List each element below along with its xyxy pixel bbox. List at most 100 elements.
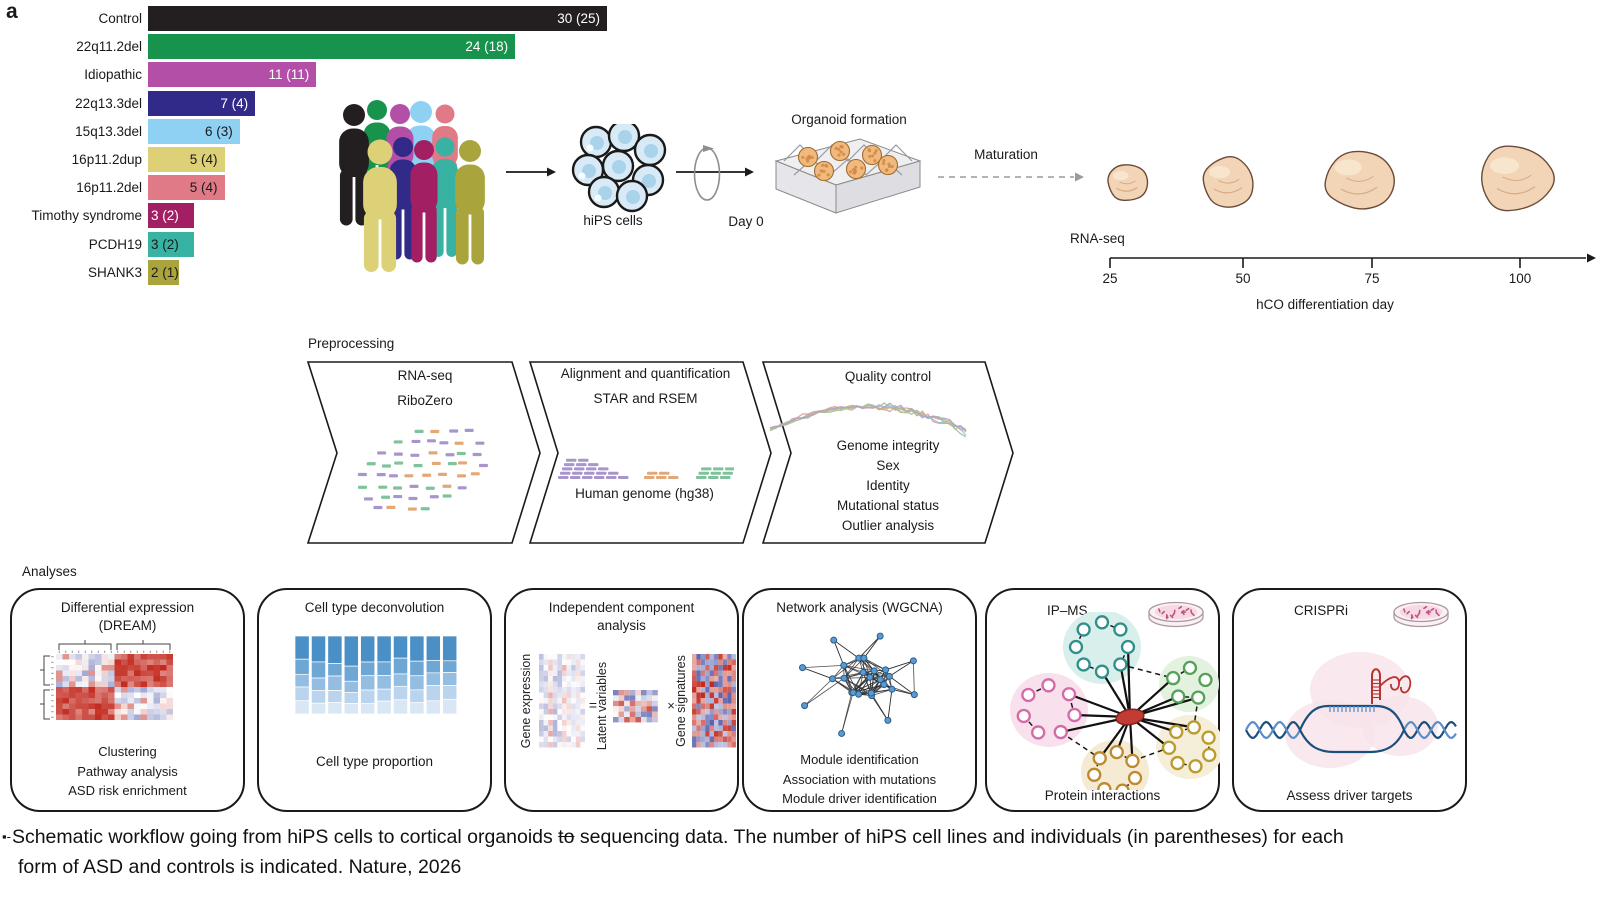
hips-cells-label: hiPS cells bbox=[583, 213, 643, 228]
step2-subtitle: STAR and RSEM bbox=[593, 391, 698, 406]
crispri-dna-illustration bbox=[1245, 652, 1457, 768]
bar-row: 15q13.3del 6 (3) bbox=[0, 118, 607, 144]
analysis-item: ASD risk enrichment bbox=[68, 783, 187, 798]
bar-category-label: Control bbox=[98, 11, 142, 26]
bar-category-label: PCDH19 bbox=[88, 236, 142, 252]
svg-text:Gene expression: Gene expression bbox=[519, 654, 533, 749]
box-title: Cell type deconvolution bbox=[304, 600, 445, 615]
bar-value-label: 5 (4) bbox=[189, 180, 218, 196]
day0-label: Day 0 bbox=[728, 214, 764, 229]
human-genome-label: Human genome (hg38) bbox=[575, 486, 714, 501]
caption-bullet: ▪- bbox=[2, 829, 11, 844]
protein-interaction-illustration bbox=[1010, 612, 1220, 790]
bar-value-label: 5 (4) bbox=[189, 151, 218, 167]
analysis-box-differential-expression: Differential expression (DREAM) Clusteri… bbox=[10, 588, 245, 812]
bar-row: Idiopathic 11 (11) bbox=[0, 62, 607, 88]
bar-category-label: Idiopathic bbox=[84, 67, 142, 83]
analyses-section-label: Analyses bbox=[22, 564, 77, 579]
rna-reads-illustration bbox=[357, 428, 488, 511]
bar-category-label: 16p11.2del bbox=[76, 180, 142, 196]
tick-label: 100 bbox=[1508, 271, 1532, 286]
bar-value-label: 2 (1) bbox=[151, 264, 179, 280]
petri-dish-icon bbox=[1148, 601, 1204, 628]
bar-category-label: 15q13.3del bbox=[75, 123, 142, 139]
bar: 5 (4) bbox=[148, 175, 225, 201]
bar: 11 (11) bbox=[148, 62, 317, 88]
bar-category-label: 22q13.3del bbox=[75, 95, 142, 111]
bar: 3 (2) bbox=[148, 203, 194, 229]
preprocessing-chevrons bbox=[306, 361, 1014, 544]
preprocessing-section-label: Preprocessing bbox=[308, 336, 395, 351]
hips-cells-illustration bbox=[571, 124, 667, 213]
caption-text: Schematic workflow going from hiPS cells… bbox=[11, 826, 559, 848]
tick-label: 25 bbox=[1102, 271, 1118, 286]
bar-value-label: 3 (2) bbox=[151, 236, 179, 252]
bar-row: SHANK3 2 (1) bbox=[0, 259, 607, 285]
qc-item: Outlier analysis bbox=[841, 518, 935, 533]
bar: 24 (18) bbox=[148, 34, 516, 60]
bar: 3 (2) bbox=[148, 231, 194, 257]
svg-text:Latent variables: Latent variables bbox=[595, 662, 609, 750]
qc-item: Genome integrity bbox=[836, 438, 940, 453]
box-title: Independent component bbox=[548, 600, 695, 615]
bar-value-label: 3 (2) bbox=[151, 208, 179, 224]
bar: 6 (3) bbox=[148, 118, 240, 144]
box-footer: Cell type proportion bbox=[315, 754, 434, 769]
bar-value-label: 6 (3) bbox=[205, 123, 233, 139]
bar-category-label: Timothy syndrome bbox=[31, 208, 142, 224]
aligned-reads-illustration bbox=[558, 458, 734, 479]
bar-value-label: 24 (18) bbox=[465, 39, 509, 55]
hco-axis-label: hCO differentiation day bbox=[1256, 297, 1394, 312]
box-title: Network analysis (WGCNA) bbox=[776, 600, 943, 615]
analysis-box-crispri: CRISPRi Assess driver targets bbox=[1232, 588, 1467, 812]
analysis-box-ica: Independent component analysis Gene expr… bbox=[504, 588, 739, 812]
box-subtitle: (DREAM) bbox=[98, 618, 157, 633]
bar-category-label: 16p11.2dup bbox=[71, 151, 142, 167]
caption-struck-word: to bbox=[558, 826, 575, 848]
tick-label: 75 bbox=[1364, 271, 1380, 286]
bar-category-label: 22q11.2del bbox=[76, 39, 142, 55]
analysis-box-wgcna: Network analysis (WGCNA) Module identifi… bbox=[742, 588, 977, 812]
maturation-label: Maturation bbox=[974, 147, 1038, 162]
bar-row: 16p11.2del 5 (4) bbox=[0, 175, 607, 201]
box-title: Differential expression bbox=[60, 600, 195, 615]
organoid-maturation-illustration bbox=[1107, 145, 1555, 212]
svg-text:Gene signatures: Gene signatures bbox=[674, 655, 688, 747]
rna-seq-label: RNA-seq bbox=[1070, 231, 1125, 246]
organoid-formation-illustration bbox=[774, 138, 922, 214]
svg-text:=: = bbox=[589, 697, 597, 713]
svg-text:×: × bbox=[667, 698, 675, 713]
dream-heatmap-illustration bbox=[40, 640, 173, 720]
analysis-item: Clustering bbox=[98, 744, 157, 759]
tick-label: 50 bbox=[1235, 271, 1251, 286]
caption-text: sequencing data. The number of hiPS cell… bbox=[574, 826, 1344, 848]
organoid-formation-label: Organoid formation bbox=[791, 112, 907, 127]
qc-item: Mutational status bbox=[836, 498, 940, 513]
stacked-bars-illustration bbox=[295, 635, 458, 715]
analysis-item: Pathway analysis bbox=[77, 763, 178, 779]
bar-category-label: SHANK3 bbox=[87, 264, 142, 280]
people-group-illustration bbox=[339, 100, 485, 272]
petri-dish-icon bbox=[1393, 601, 1449, 628]
box-title: CRISPRi bbox=[1294, 603, 1349, 618]
qc-item: Identity bbox=[866, 478, 910, 493]
box-title: IP–MS bbox=[1047, 603, 1088, 618]
bar: 7 (4) bbox=[148, 90, 256, 116]
qc-coverage-curves bbox=[769, 402, 967, 437]
panel-label: a bbox=[6, 0, 18, 23]
caption-line2: form of ASD and controls is indicated. N… bbox=[18, 856, 462, 878]
human-genome-highlight: Human genome (hg38) bbox=[556, 483, 733, 505]
step1-title: RNA-seq bbox=[397, 368, 453, 383]
network-graph-illustration bbox=[799, 632, 918, 737]
bar-row: Timothy syndrome 3 (2) bbox=[0, 203, 607, 229]
caption-line1: ▪-Schematic workflow going from hiPS cel… bbox=[2, 822, 1547, 852]
bar-value-label: 7 (4) bbox=[220, 95, 249, 111]
bar: 2 (1) bbox=[148, 259, 179, 285]
step2-title: Alignment and quantification bbox=[560, 366, 731, 381]
box-footer: Assess driver targets bbox=[1286, 788, 1413, 803]
